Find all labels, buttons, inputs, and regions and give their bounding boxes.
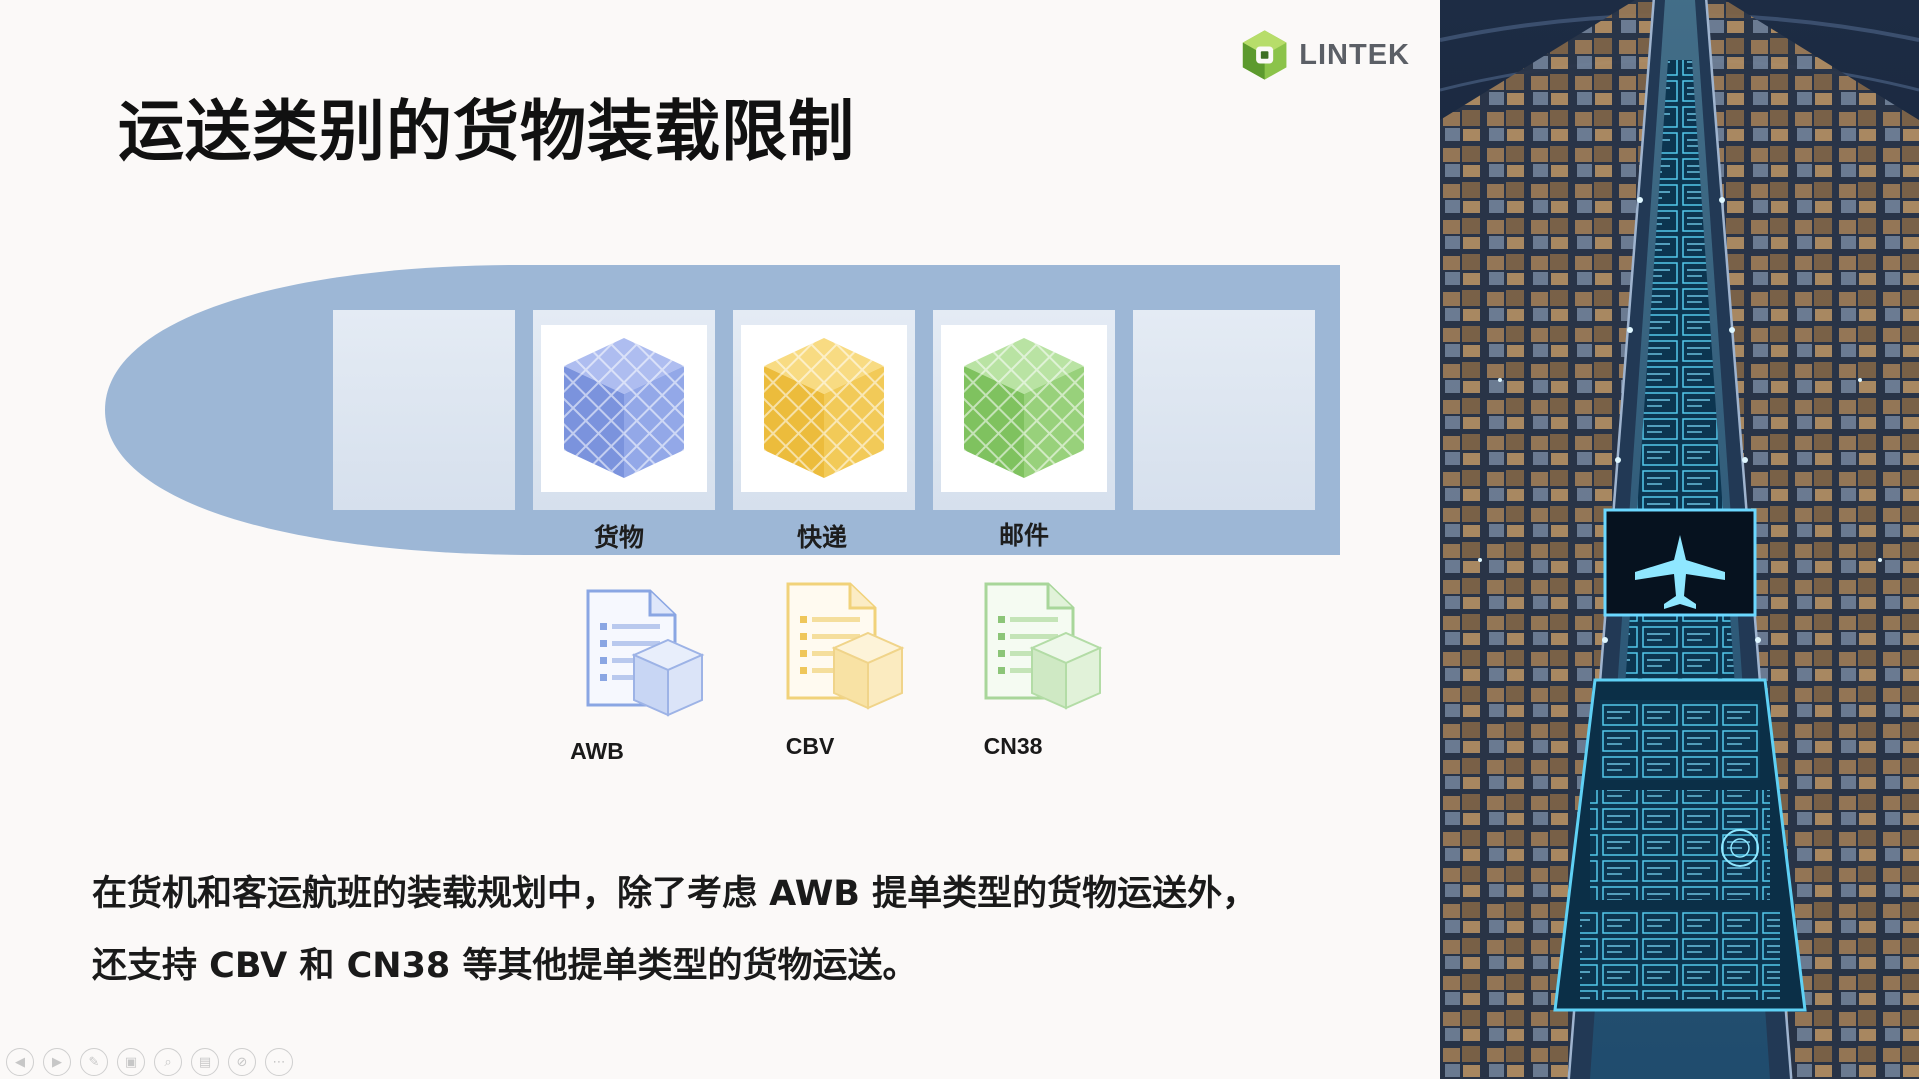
airplane-icon [1635,535,1725,609]
body-line: 还支持 CBV 和 CN38 等其他提单类型的货物运送。 [92,946,918,986]
subtitle-icon[interactable]: ▤ [191,1048,219,1076]
bay-label-express: 快递 [796,523,847,552]
slides-icon[interactable]: ▣ [117,1048,145,1076]
cargo-cube-icon [564,338,684,478]
awb-label: AWB [570,738,624,764]
lintek-hexagon-icon [1242,30,1287,80]
pen-icon[interactable]: ✎ [80,1048,108,1076]
prev-icon[interactable]: ◀ [6,1048,34,1076]
zoom-icon[interactable]: ⌕ [154,1048,182,1076]
mail-cube-icon [964,338,1084,478]
cn38-document-icon [984,582,1103,710]
logo-text: LINTEK [1299,38,1410,71]
cargo-slot-empty [1133,310,1315,510]
slide-body-text: 在货机和客运航班的装载规划中，除了考虑 AWB 提单类型的货物运送外， 还支持 … [92,858,1412,1002]
cbv-label: CBV [785,733,835,759]
express-cube-icon [764,338,884,478]
cbv-document-icon [786,582,905,710]
cargo-hangar-image [1440,0,1919,1079]
cargo-slot-empty [333,310,515,510]
slideshow-controls: ◀ ▶ ✎ ▣ ⌕ ▤ ⊘ ⋯ [6,1048,293,1076]
camera-off-icon[interactable]: ⊘ [228,1048,256,1076]
lintek-logo: LINTEK [1240,24,1410,86]
bay-label-mail: 邮件 [998,521,1049,550]
slide-title: 运送类别的货物装载限制 [118,93,855,170]
next-icon[interactable]: ▶ [43,1048,71,1076]
body-line: 在货机和客运航班的装载规划中，除了考虑 AWB 提单类型的货物运送外， [92,874,1258,914]
more-icon[interactable]: ⋯ [265,1048,293,1076]
awb-document-icon [586,589,705,717]
bay-label-cargo: 货物 [593,523,644,552]
aircraft-fuselage-diagram [105,265,1340,555]
cn38-label: CN38 [983,733,1043,759]
